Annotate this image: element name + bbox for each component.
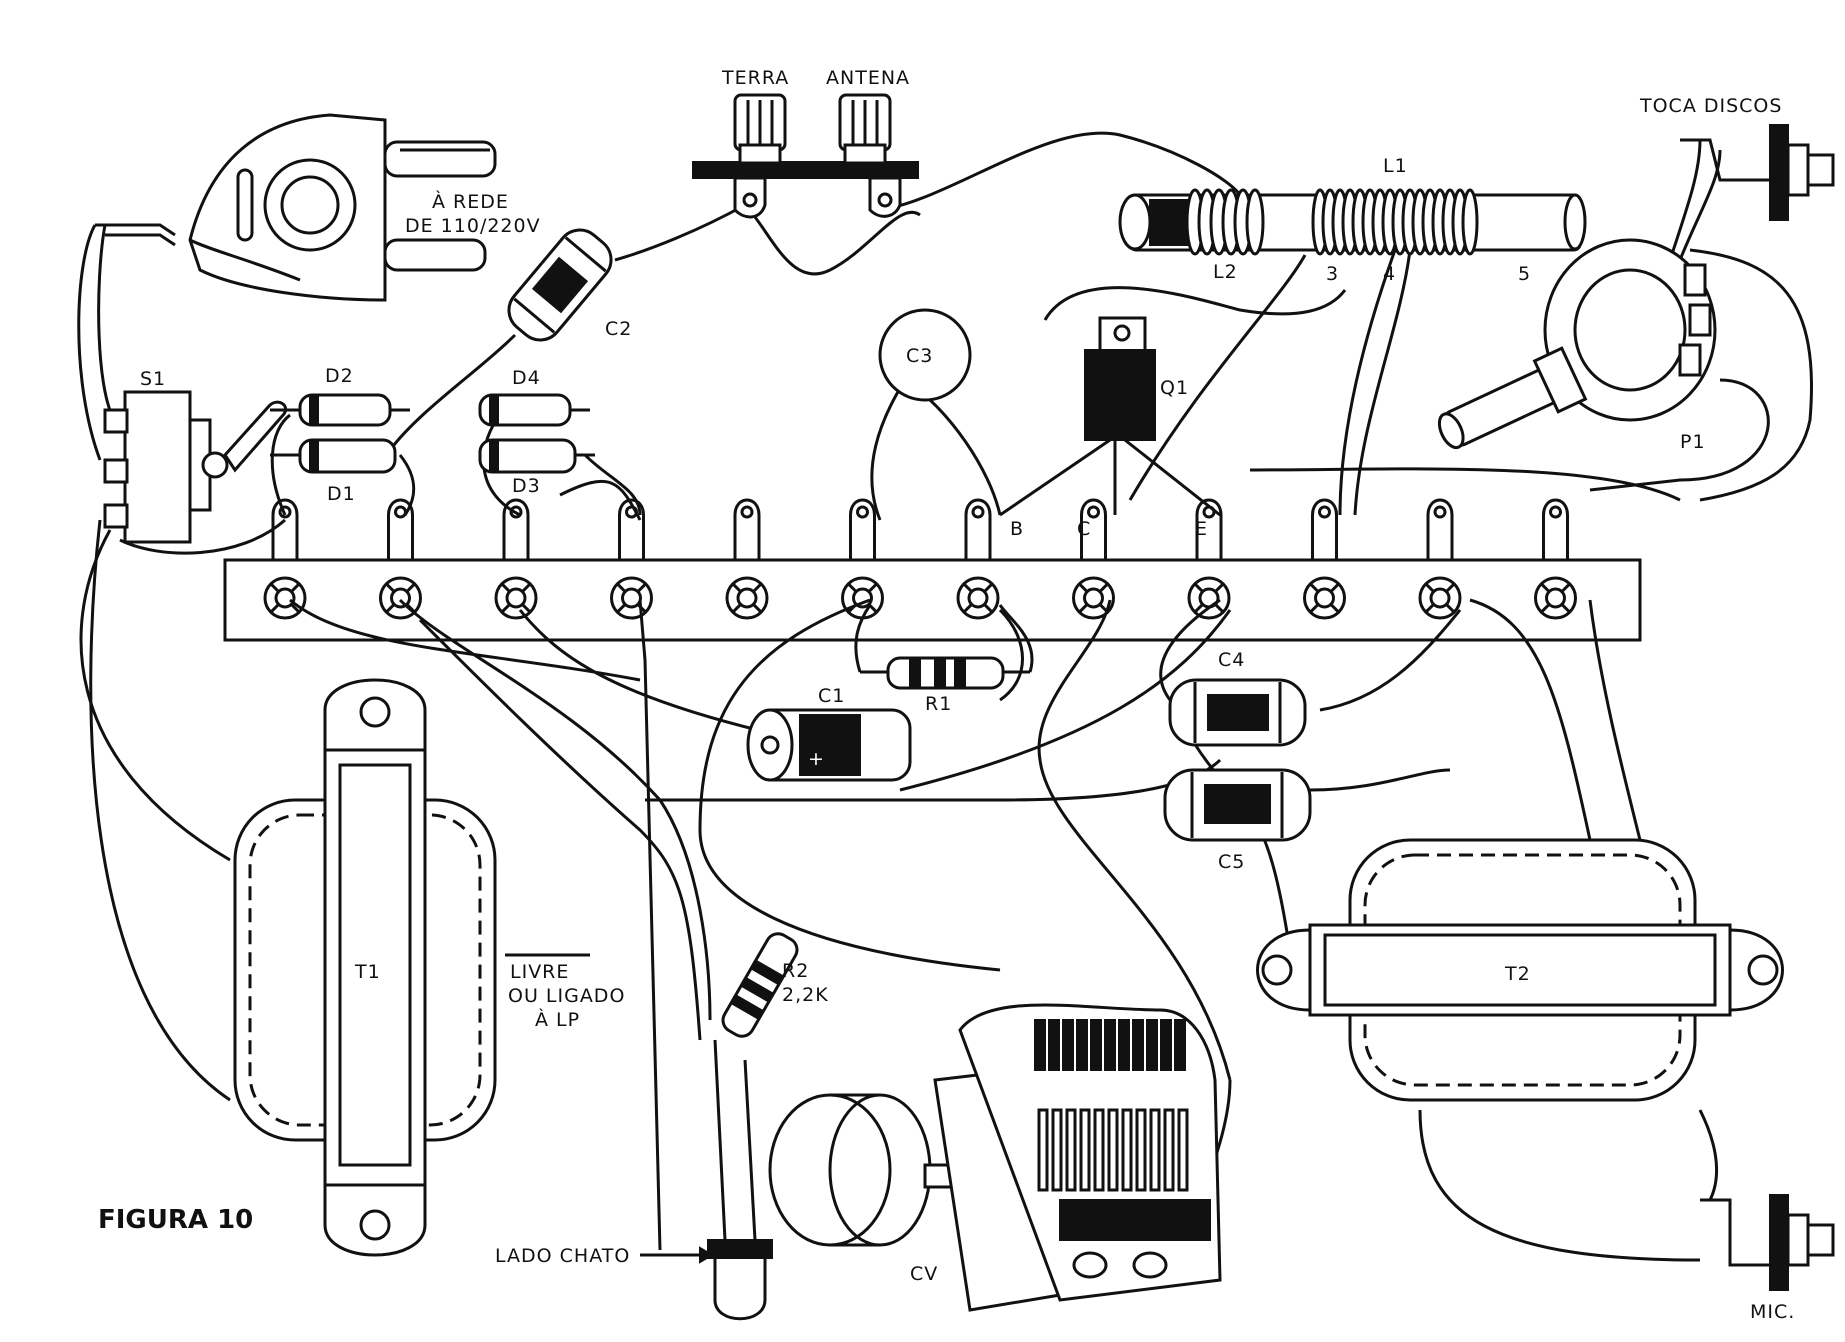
label-c1-polarity: + [808,748,825,770]
strip-eyelet [494,576,538,620]
label-t2: T2 [1504,963,1531,985]
label-d3: D3 [512,475,541,497]
strip-eyelet [610,576,653,620]
labels: TERRA ANTENA TOCA DISCOS MIC. À REDE DE … [98,67,1795,1323]
label-l2: L2 [1213,261,1238,283]
power-switch-s1 [103,390,287,544]
capacitor-c1 [746,708,912,782]
label-antenna: ANTENA [826,67,910,89]
strip-eyelet [956,576,1000,620]
strip-lug [733,498,761,562]
strip-eyelet [1534,576,1577,620]
antenna-post [838,93,902,218]
transistor-q1 [1084,316,1156,441]
diode-d1 [270,438,397,474]
label-q1: Q1 [1160,377,1189,399]
label-mains-1: À REDE [432,190,509,213]
label-pin-c: C [1077,518,1091,540]
capacitor-c5 [1163,768,1312,842]
capacitor-c3 [878,308,972,402]
label-c1: C1 [818,685,845,707]
label-r2-value: 2,2K [782,984,829,1006]
strip-lug [849,498,876,562]
strip-eyelet [1187,576,1231,620]
strip-lug [502,498,530,562]
strip-lug [1311,498,1338,562]
strip-lug [964,498,992,562]
label-free-1: LIVRE [510,961,569,983]
diode-d3 [478,438,595,474]
strip-lug [1080,498,1107,562]
label-tap-3: 3 [1326,263,1339,285]
label-d1: D1 [327,483,356,505]
strip-lug [1426,498,1454,562]
strip-eyelet [725,576,769,620]
label-tap-5: 5 [1518,263,1531,285]
label-free-3: À LP [535,1008,580,1031]
strip-eyelet [1418,576,1462,620]
label-microphone: MIC. [1750,1301,1795,1323]
label-free-2: OU LIGADO [508,985,625,1007]
strip-eyelet [263,576,307,620]
label-c5: C5 [1218,851,1245,873]
transformer-t2 [1256,838,1784,1102]
label-ground: TERRA [721,67,789,89]
mains-plug [188,113,497,302]
label-tap-4: 4 [1383,263,1396,285]
strip-lug [1542,498,1569,562]
label-mains-2: DE 110/220V [405,215,541,237]
label-cv: CV [910,1263,938,1285]
strip-eyelet [841,576,884,620]
label-d4: D4 [512,367,541,389]
label-flat-side: LADO CHATO [495,1245,630,1267]
label-record-player: TOCA DISCOS [1639,95,1782,117]
ground-post [733,93,787,219]
label-l1: L1 [1383,155,1408,177]
transformer-t1 [233,678,497,1257]
label-c4: C4 [1218,649,1245,671]
label-pin-e: E [1195,518,1208,540]
capacitor-c2 [507,228,613,342]
variable-capacitor-cv [768,1003,1222,1312]
capacitor-c4 [1168,678,1307,747]
antenna-terminal-board [692,93,919,219]
strip-lug [271,498,299,562]
label-r2: R2 [782,960,809,982]
label-r1: R1 [925,693,952,715]
strip-eyelet [1303,576,1346,620]
microphone-jack [1700,1194,1835,1291]
label-s1: S1 [140,368,166,390]
ferrite-coil [1118,188,1587,256]
resistor-r1 [854,604,1034,690]
label-t1: T1 [354,961,381,983]
label-p1: P1 [1680,431,1706,453]
label-c3: C3 [906,345,933,367]
figure-title: FIGURA 10 [98,1205,253,1235]
label-pin-b: B [1010,518,1024,540]
diode-d2 [270,393,410,427]
label-c2: C2 [605,318,632,340]
terminal-strip [223,498,1642,642]
diode-d4 [478,393,590,427]
resistor-r2 [721,932,799,1038]
led [640,1039,773,1321]
record-player-jack [1680,124,1835,221]
label-d2: D2 [325,365,354,387]
potentiometer-p1 [1437,238,1717,450]
